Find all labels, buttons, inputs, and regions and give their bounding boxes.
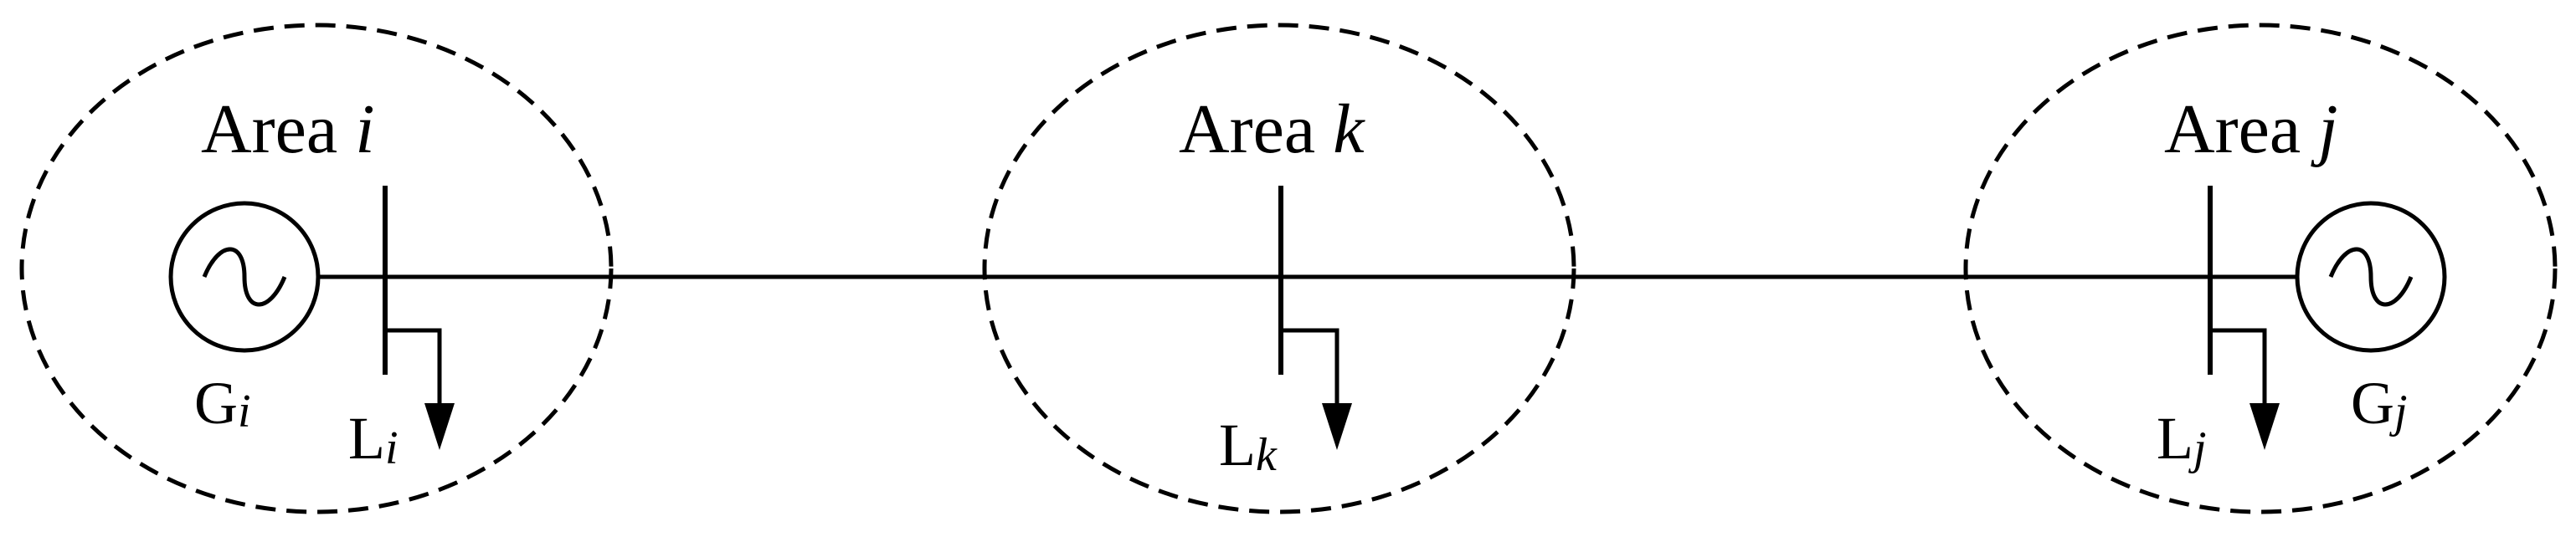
sine-wave-icon	[202, 247, 287, 307]
sine-wave-icon	[2328, 247, 2414, 307]
generator-j-label: Gj	[2351, 370, 2408, 437]
load-j-feeder	[2210, 328, 2267, 412]
area-j-title: Area j	[2164, 90, 2338, 168]
load-k-feeder	[1281, 328, 1339, 412]
load-arrow-icon	[2210, 328, 2280, 450]
ac-generator-icon	[168, 201, 321, 353]
load-k-label: Lk	[1219, 412, 1278, 481]
area-k-boundary	[982, 23, 1576, 514]
load-k-arrowhead	[1322, 403, 1352, 450]
load-arrow-icon	[1281, 328, 1352, 450]
load-arrow-icon	[385, 328, 455, 450]
area-i-title: Area i	[201, 90, 375, 168]
load-j-label: Lj	[2157, 405, 2207, 474]
generator-i-label: Gi	[194, 370, 251, 437]
load-i-feeder	[385, 328, 442, 412]
load-j-arrowhead	[2250, 403, 2280, 450]
area-j-boundary	[1963, 23, 2558, 514]
ac-generator-icon	[2295, 201, 2447, 353]
load-i-arrowhead	[424, 403, 455, 450]
area-i-boundary	[19, 23, 614, 514]
load-i-label: Li	[348, 405, 398, 474]
area-k-title: Area k	[1179, 90, 1365, 168]
